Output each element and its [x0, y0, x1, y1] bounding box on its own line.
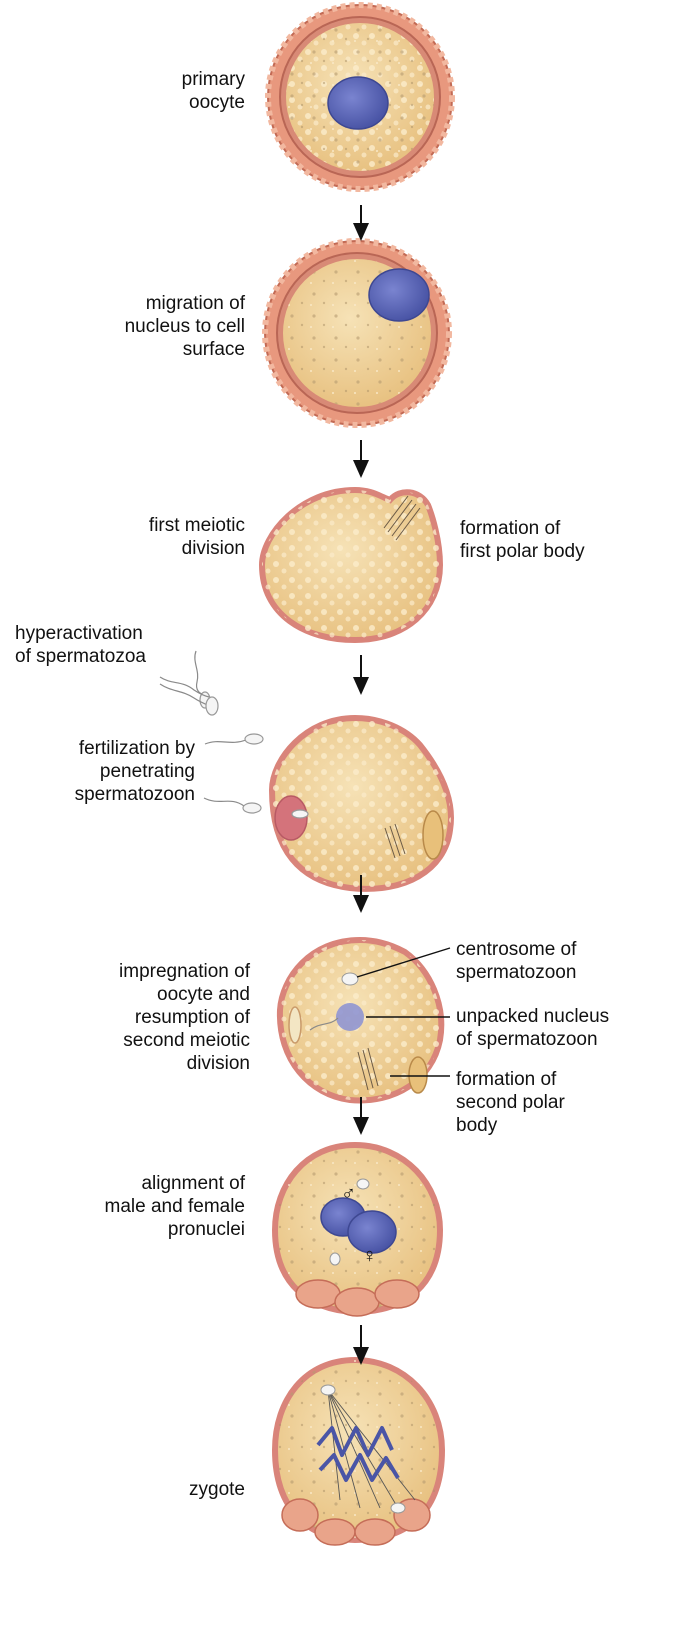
primary-oocyte-cell — [268, 5, 452, 189]
label-second-polar-body: formation of second polar body — [456, 1068, 636, 1137]
label-unpacked-nucleus: unpacked nucleus of spermatozoon — [456, 1005, 671, 1051]
label-zygote: zygote — [130, 1478, 245, 1501]
label-primary-oocyte: primary oocyte — [140, 68, 245, 114]
nucleus — [328, 77, 388, 129]
label-first-polar-body: formation of first polar body — [460, 517, 640, 563]
migration-cell — [265, 241, 449, 425]
male-symbol: ♂ — [341, 1183, 356, 1206]
label-first-meiotic-division: first meiotic division — [85, 514, 245, 560]
centrosome — [342, 973, 358, 985]
label-centrosome: centrosome of spermatozoon — [456, 938, 656, 984]
unpacked-nucleus — [336, 1003, 364, 1031]
label-impregnation: impregnation of oocyte and resumption of… — [60, 960, 250, 1075]
impregnation-cell — [280, 940, 450, 1100]
zygote-cell — [275, 1360, 442, 1545]
label-hyperactivation: hyperactivation of spermatozoa — [15, 622, 185, 668]
nucleus — [369, 269, 429, 321]
label-migration: migration of nucleus to cell surface — [80, 292, 245, 361]
fertilization-cell — [204, 718, 451, 889]
female-symbol: ♀ — [362, 1245, 377, 1268]
label-fertilization: fertilization by penetrating spermatozoo… — [30, 737, 195, 806]
label-alignment: alignment of male and female pronuclei — [60, 1172, 245, 1241]
first-meiotic-cell — [262, 490, 440, 640]
alignment-cell — [275, 1145, 440, 1316]
